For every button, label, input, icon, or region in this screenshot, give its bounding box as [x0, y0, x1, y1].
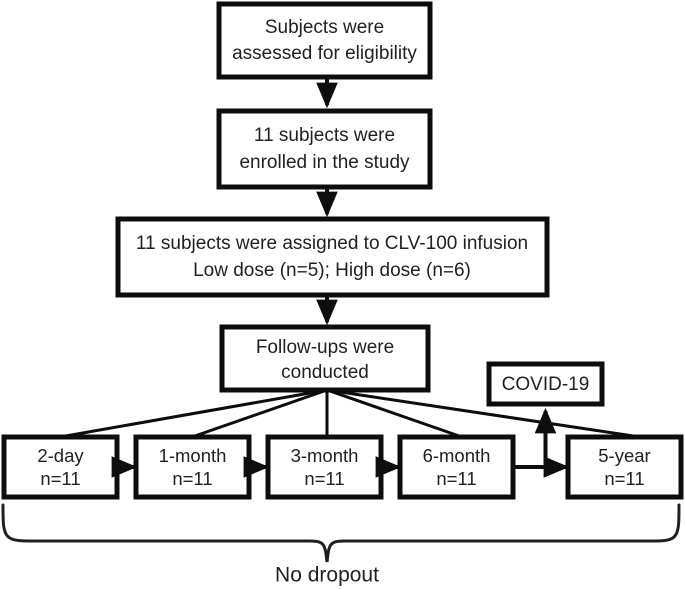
fanout-followups-to-timepoints	[59, 388, 641, 439]
timepoint-3-month: 3-month n=11	[265, 434, 384, 500]
timepoint-5-year-box	[565, 434, 684, 500]
node-eligibility-line2: assessed for eligibility	[232, 43, 417, 64]
fan-line-to-5-year	[326, 388, 641, 439]
timepoint-1-month-label: 1-month	[159, 445, 227, 466]
timepoint-3-month-label: 3-month	[291, 445, 359, 466]
timepoint-1-month-count: n=11	[172, 468, 212, 489]
timepoint-3-month-count: n=11	[304, 468, 344, 489]
node-covid-label: COVID-19	[502, 374, 590, 395]
timepoint-1-month-box	[133, 434, 252, 500]
node-assigned-line2: Low dose (n=5); High dose (n=6)	[193, 260, 471, 281]
timepoint-2-day-label: 2-day	[37, 445, 84, 466]
timepoint-5-year: 5-year n=11	[565, 434, 684, 500]
no-dropout-caption: No dropout	[275, 564, 379, 587]
fan-line-to-6-month	[326, 388, 463, 439]
node-covid-box	[486, 361, 605, 407]
timepoint-2-day-count: n=11	[40, 468, 80, 489]
node-enrolled-line1: 11 subjects were	[254, 125, 395, 146]
node-assigned: 11 subjects were assigned to CLV-100 inf…	[115, 216, 550, 298]
node-covid: COVID-19	[486, 361, 605, 407]
timepoint-2-day: 2-day n=11	[1, 434, 120, 500]
timepoint-6-month-box	[397, 434, 516, 500]
fan-line-to-2-day	[59, 388, 328, 439]
node-eligibility-box	[216, 1, 433, 80]
timepoint-6-month-label: 6-month	[423, 445, 491, 466]
node-followups-line1: Follow-ups were	[256, 337, 394, 358]
node-assigned-box	[115, 216, 550, 298]
node-followups: Follow-ups were conducted	[219, 324, 431, 393]
node-enrolled-box	[216, 108, 433, 190]
node-followups-line2: conducted	[281, 362, 369, 383]
fan-line-to-1-month	[191, 388, 328, 439]
timepoint-5-year-label: 5-year	[598, 445, 650, 466]
timepoint-6-month: 6-month n=11	[397, 434, 516, 500]
timepoint-6-month-count: n=11	[436, 468, 476, 489]
bottom-brace	[1, 503, 681, 563]
timepoint-3-month-box	[265, 434, 384, 500]
node-enrolled: 11 subjects were enrolled in the study	[216, 108, 433, 190]
node-followups-box	[219, 324, 431, 393]
timepoint-5-year-count: n=11	[604, 468, 644, 489]
node-eligibility-line1: Subjects were	[265, 17, 384, 38]
node-assigned-line1: 11 subjects were assigned to CLV-100 inf…	[136, 233, 528, 254]
node-eligibility: Subjects were assessed for eligibility	[216, 1, 433, 80]
node-enrolled-line2: enrolled in the study	[239, 152, 410, 173]
timepoint-1-month: 1-month n=11	[133, 434, 252, 500]
